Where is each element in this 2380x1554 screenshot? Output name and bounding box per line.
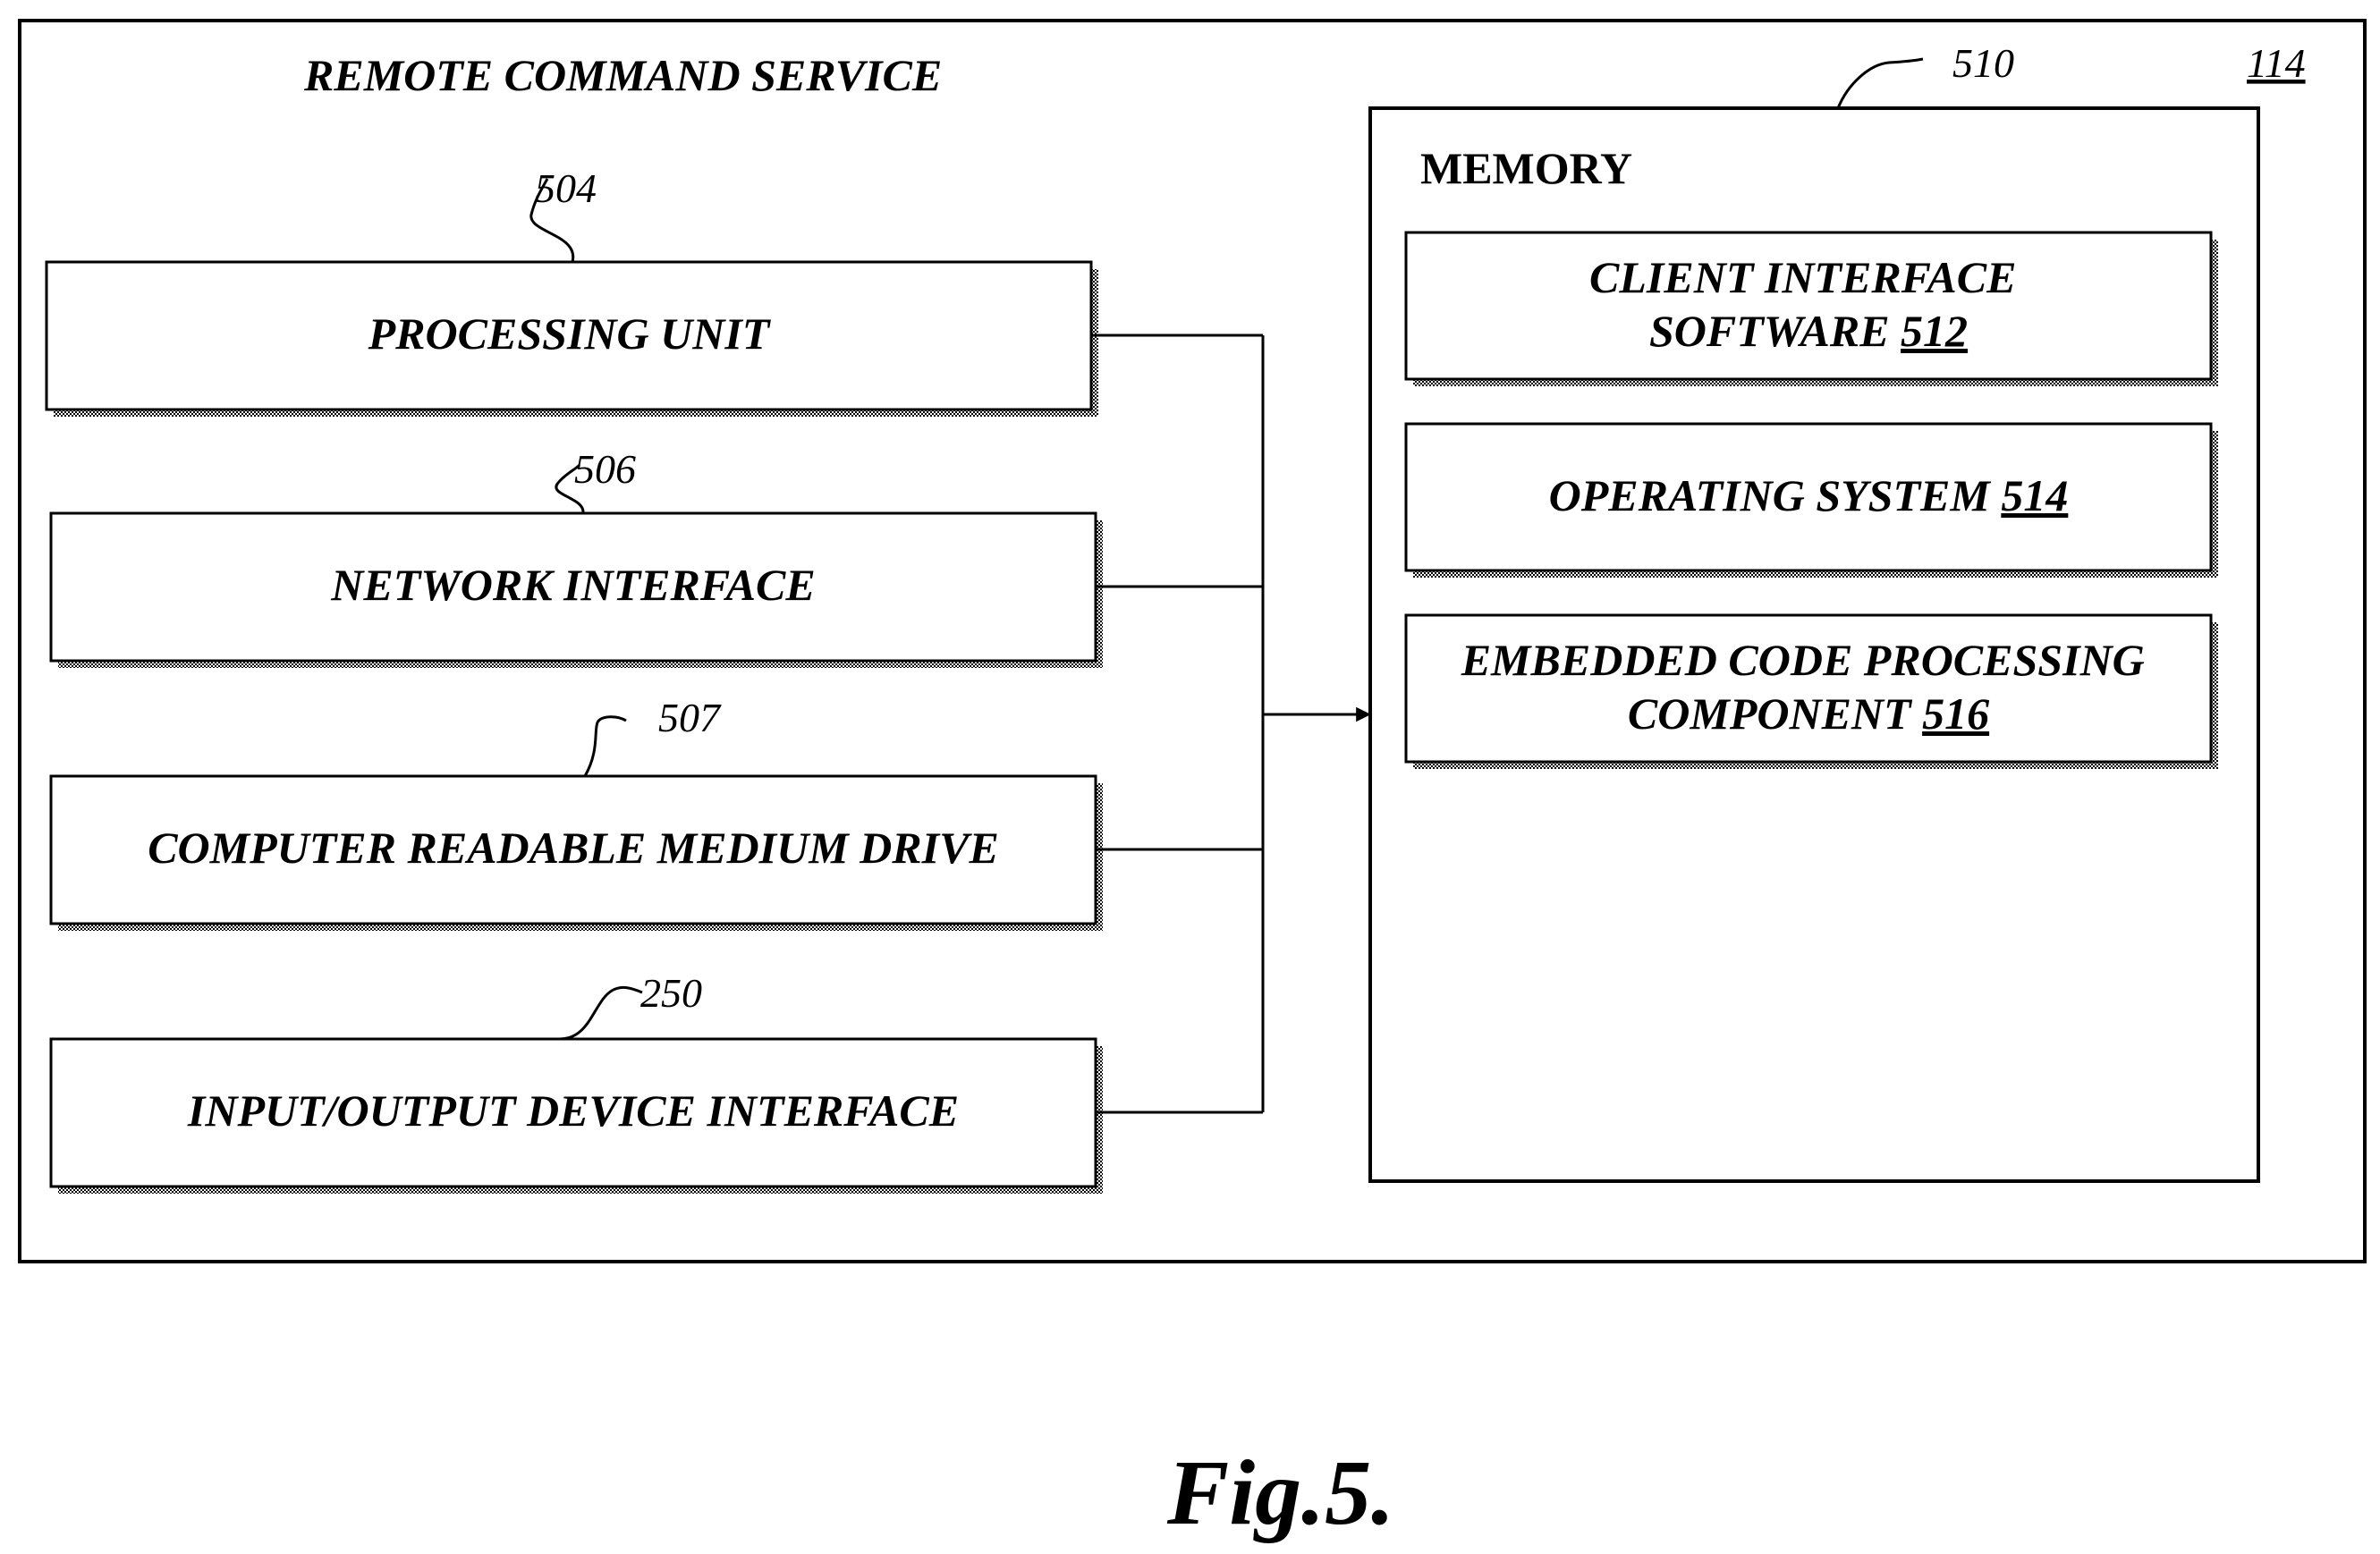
processing-unit-label: PROCESSING UNIT xyxy=(368,308,772,359)
operating-system-ref: 514 xyxy=(2001,470,2068,520)
embedded-code-processing-ref: 516 xyxy=(1922,688,1989,739)
io-interface-label: INPUT/OUTPUT DEVICE INTERFACE xyxy=(187,1085,959,1136)
operating-system-label: OPERATING SYSTEM 514 xyxy=(1549,470,2069,520)
client-interface-software-ref: 512 xyxy=(1901,306,1968,356)
memory-ref: 510 xyxy=(1952,40,2014,86)
processing-unit-block: PROCESSING UNIT xyxy=(47,262,1098,417)
io-interface-ref: 250 xyxy=(640,970,702,1016)
memory-title: MEMORY xyxy=(1420,143,1632,193)
memory-leader xyxy=(1838,59,1923,108)
embedded-code-processing-line1: EMBEDDED CODE PROCESSING xyxy=(1461,635,2145,685)
network-interface-ref: 506 xyxy=(574,446,636,492)
network-interface-label: NETWORK INTERFACE xyxy=(330,560,815,610)
io-interface-leader xyxy=(560,987,642,1039)
embedded-code-processing-line2-text: COMPONENT xyxy=(1628,688,1922,739)
network-interface-block: NETWORK INTERFACE xyxy=(51,513,1103,668)
operating-system-block: OPERATING SYSTEM 514 xyxy=(1406,424,2218,578)
client-interface-software-block: CLIENT INTERFACE SOFTWARE 512 xyxy=(1406,232,2218,386)
medium-drive-leader xyxy=(585,717,626,776)
medium-drive-label: COMPUTER READABLE MEDIUM DRIVE xyxy=(148,823,999,873)
medium-drive-ref: 507 xyxy=(658,695,722,740)
processing-unit-ref: 504 xyxy=(535,165,597,211)
service-ref-number: 114 xyxy=(2247,40,2306,86)
figure-caption: Fig.5. xyxy=(1166,1441,1394,1544)
computer-readable-medium-drive-block: COMPUTER READABLE MEDIUM DRIVE xyxy=(51,776,1103,931)
system-bus xyxy=(1091,335,1369,1112)
client-interface-software-line2-text: SOFTWARE xyxy=(1649,306,1901,356)
service-title: REMOTE COMMAND SERVICE xyxy=(303,50,942,100)
client-interface-software-line1: CLIENT INTERFACE xyxy=(1589,252,2016,302)
input-output-device-interface-block: INPUT/OUTPUT DEVICE INTERFACE xyxy=(51,1039,1103,1194)
memory-block: MEMORY 510 CLIENT INTERFACE SOFTWARE 512… xyxy=(1370,40,2258,1181)
embedded-code-processing-line2: COMPONENT 516 xyxy=(1628,688,1989,739)
embedded-code-processing-component-block: EMBEDDED CODE PROCESSING COMPONENT 516 xyxy=(1406,615,2218,769)
client-interface-software-line2: SOFTWARE 512 xyxy=(1649,306,1968,356)
operating-system-label-text: OPERATING SYSTEM xyxy=(1549,470,2002,520)
